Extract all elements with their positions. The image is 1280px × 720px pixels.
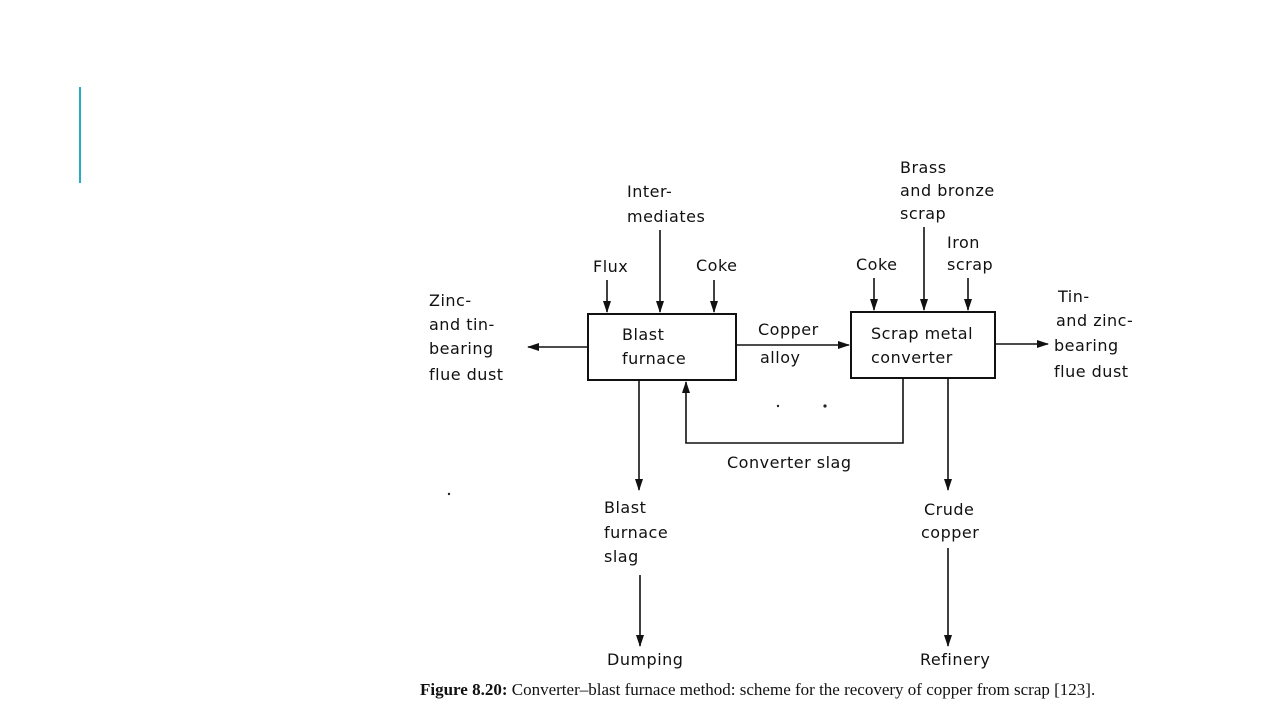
coke-blast-input-label: Coke (696, 256, 738, 275)
converter-slag-label: Converter slag (727, 453, 852, 472)
figure-caption: Figure 8.20: Converter–blast furnace met… (420, 680, 1280, 700)
blast-furnace-box (587, 313, 737, 381)
coke-converter-input-label: Coke (856, 255, 898, 274)
slide-accent-bar (79, 87, 81, 183)
scan-speck (823, 404, 827, 408)
converter-slag-arrow (682, 378, 904, 444)
figure-caption-text: Converter–blast furnace method: scheme f… (507, 680, 1096, 699)
scrap-converter-box (850, 311, 996, 379)
iron-scrap-input-label: Iron scrap (947, 233, 993, 274)
scan-speck (776, 404, 780, 408)
brass-scrap-input-label: Brass and bronze scrap (900, 158, 1000, 223)
intermediates-input-label: Inter- mediates (627, 182, 705, 226)
copper-alloy-label: Copper alloy (758, 320, 824, 367)
figure-caption-label: Figure 8.20: (420, 680, 508, 699)
blast-furnace-slag-label: Blast furnace slag (604, 498, 674, 566)
scrap-converter-label: Scrap metal converter (871, 324, 979, 367)
zinc-tin-dust-label: Zinc- and tin- bearing flue dust (429, 291, 504, 384)
scan-speck (447, 492, 451, 496)
tin-zinc-dust-label: Tin- and zinc- bearing flue dust (1054, 287, 1139, 381)
flux-input-label: Flux (593, 257, 628, 276)
crude-copper-label: Crude copper (921, 500, 980, 542)
blast-furnace-label: Blast furnace (622, 325, 686, 368)
dumping-label: Dumping (607, 650, 683, 669)
refinery-label: Refinery (920, 650, 990, 669)
